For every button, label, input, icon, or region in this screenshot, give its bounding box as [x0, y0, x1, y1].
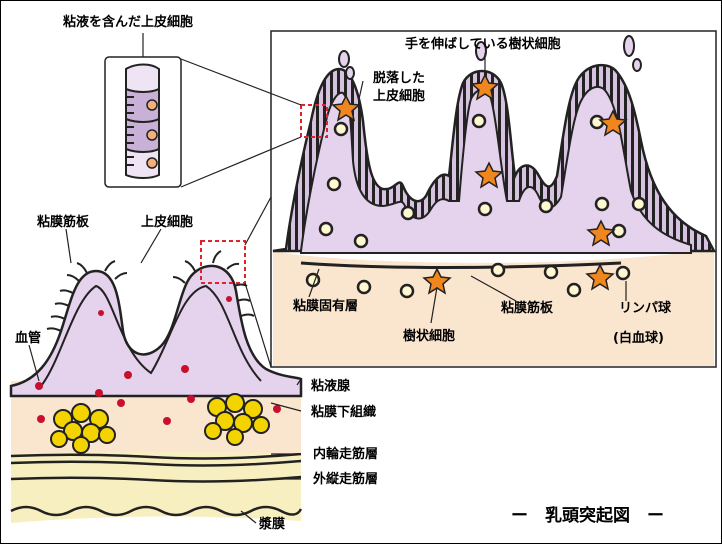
label-mucus-epithelium: 粘液を含んだ上皮細胞 [63, 15, 193, 30]
epithelial-cell-inset [105, 57, 181, 187]
label-submucosa: 粘膜下組織 [311, 405, 376, 420]
magnified-panel [181, 31, 716, 367]
label-dendritic-reaching: 手を伸ばしている樹状細胞 [405, 37, 561, 52]
label-lymphocyte-line2: (白血球) [613, 331, 664, 346]
label-shed-line1: 脱落した [373, 71, 425, 86]
label-epithelium-left: 上皮細胞 [141, 215, 193, 230]
left-tissue-section [11, 241, 301, 523]
label-blood-vessel: 血管 [15, 331, 41, 346]
label-muscularis-right: 粘膜筋板 [501, 301, 553, 316]
label-lamina-propria: 粘膜固有層 [293, 299, 358, 314]
label-serosa: 漿膜 [259, 517, 285, 532]
label-inner-circular: 内輪走筋層 [313, 447, 378, 462]
label-outer-longitudinal: 外縦走筋層 [313, 472, 378, 487]
diagram-title: ー 乳頭突起図 ー [511, 501, 664, 526]
label-lymphocyte-line1: リンパ球 [619, 301, 671, 316]
label-mucous-gland: 粘液腺 [311, 379, 350, 394]
label-shed-line2: 上皮細胞 [373, 89, 425, 104]
label-dendritic-cell: 樹状細胞 [403, 329, 455, 344]
label-muscularis-left: 粘膜筋板 [37, 215, 89, 230]
